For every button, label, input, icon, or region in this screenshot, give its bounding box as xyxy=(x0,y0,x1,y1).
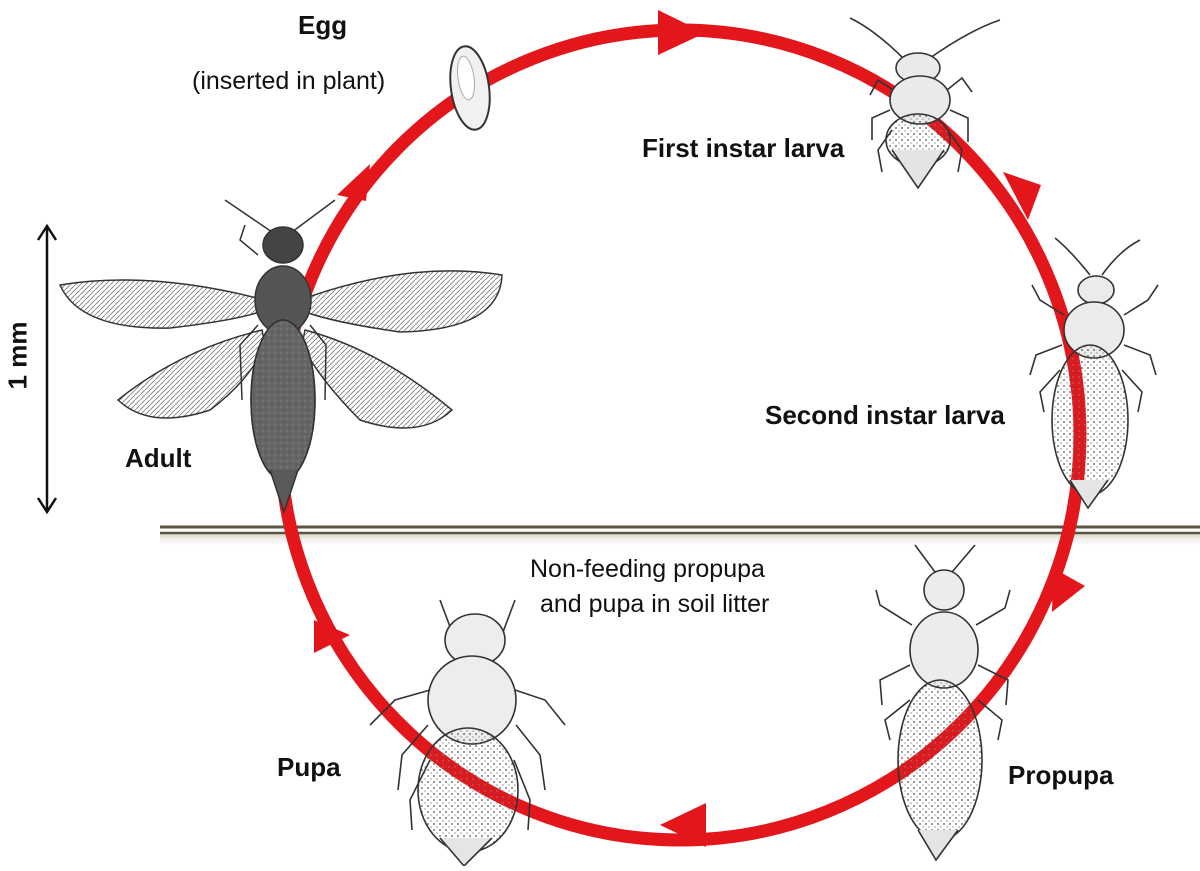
scale-bar xyxy=(38,226,56,512)
propupa-label: Propupa xyxy=(1008,760,1113,791)
soil-note-line2: and pupa in soil litter xyxy=(540,590,769,619)
soil-note-line1: Non-feeding propupa xyxy=(530,555,765,584)
egg-title: Egg xyxy=(298,10,347,41)
second-instar-larva-label: Second instar larva xyxy=(765,400,1005,431)
soil-surface-line xyxy=(160,527,1200,548)
first-instar-larva-label: First instar larva xyxy=(642,133,844,164)
egg-note: (inserted in plant) xyxy=(192,67,385,96)
arrow-upper-left xyxy=(337,164,370,201)
propupa-illustration xyxy=(876,545,1010,860)
arrow-top xyxy=(658,10,705,55)
adult-label: Adult xyxy=(125,443,191,474)
pupa-label: Pupa xyxy=(277,752,341,783)
arrow-right xyxy=(1052,568,1085,612)
pupa-illustration xyxy=(370,600,565,866)
scale-bar-label: 1 mm xyxy=(2,322,33,390)
egg-illustration xyxy=(445,44,494,132)
